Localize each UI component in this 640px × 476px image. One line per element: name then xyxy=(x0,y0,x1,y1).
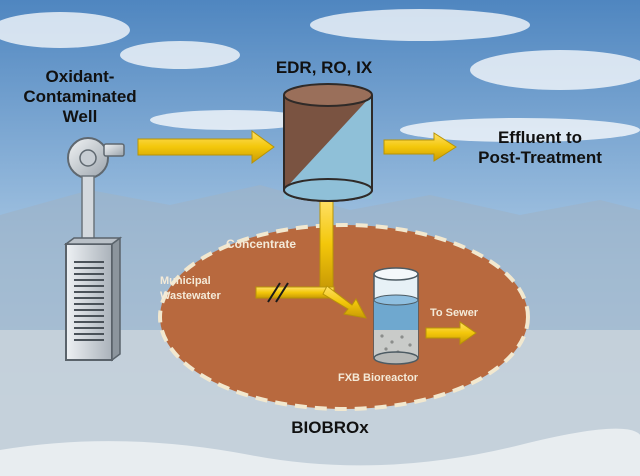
well-label-line2: Contaminated xyxy=(23,87,136,106)
well-cabinet-icon xyxy=(63,236,123,362)
pipe-break-mark xyxy=(267,282,289,303)
effluent-label-line1: Effluent to xyxy=(498,128,582,147)
feed-to-bioreactor-arrow xyxy=(322,285,367,319)
clouds xyxy=(0,9,640,142)
system-label: BIOBROx xyxy=(291,418,369,437)
well-to-treatment-arrow xyxy=(137,130,275,164)
concentrate-pipe xyxy=(319,199,334,289)
municipal-wastewater-pipe xyxy=(255,286,335,299)
to-sewer-arrow xyxy=(425,321,477,345)
bioreactor-label: FXB Bioreactor xyxy=(338,372,419,384)
municipal-label-line2: Wastewater xyxy=(160,290,221,302)
well-label-line1: Oxidant- xyxy=(46,67,115,86)
biobrox-zone xyxy=(158,223,530,411)
effluent-arrow xyxy=(383,132,457,162)
concentrate-label: Concentrate xyxy=(226,237,296,251)
municipal-label-line1: Municipal xyxy=(160,275,211,287)
effluent-label-line2: Post-Treatment xyxy=(478,148,602,167)
distant-hills xyxy=(0,428,640,476)
bioreactor-icon xyxy=(373,267,419,365)
well-label-line3: Well xyxy=(63,107,98,126)
pump-pipe xyxy=(81,175,95,247)
well-pump xyxy=(63,137,125,362)
treatment-label: EDR, RO, IX xyxy=(276,58,373,77)
sewer-label: To Sewer xyxy=(430,307,479,319)
treatment-tank-icon xyxy=(283,83,373,202)
